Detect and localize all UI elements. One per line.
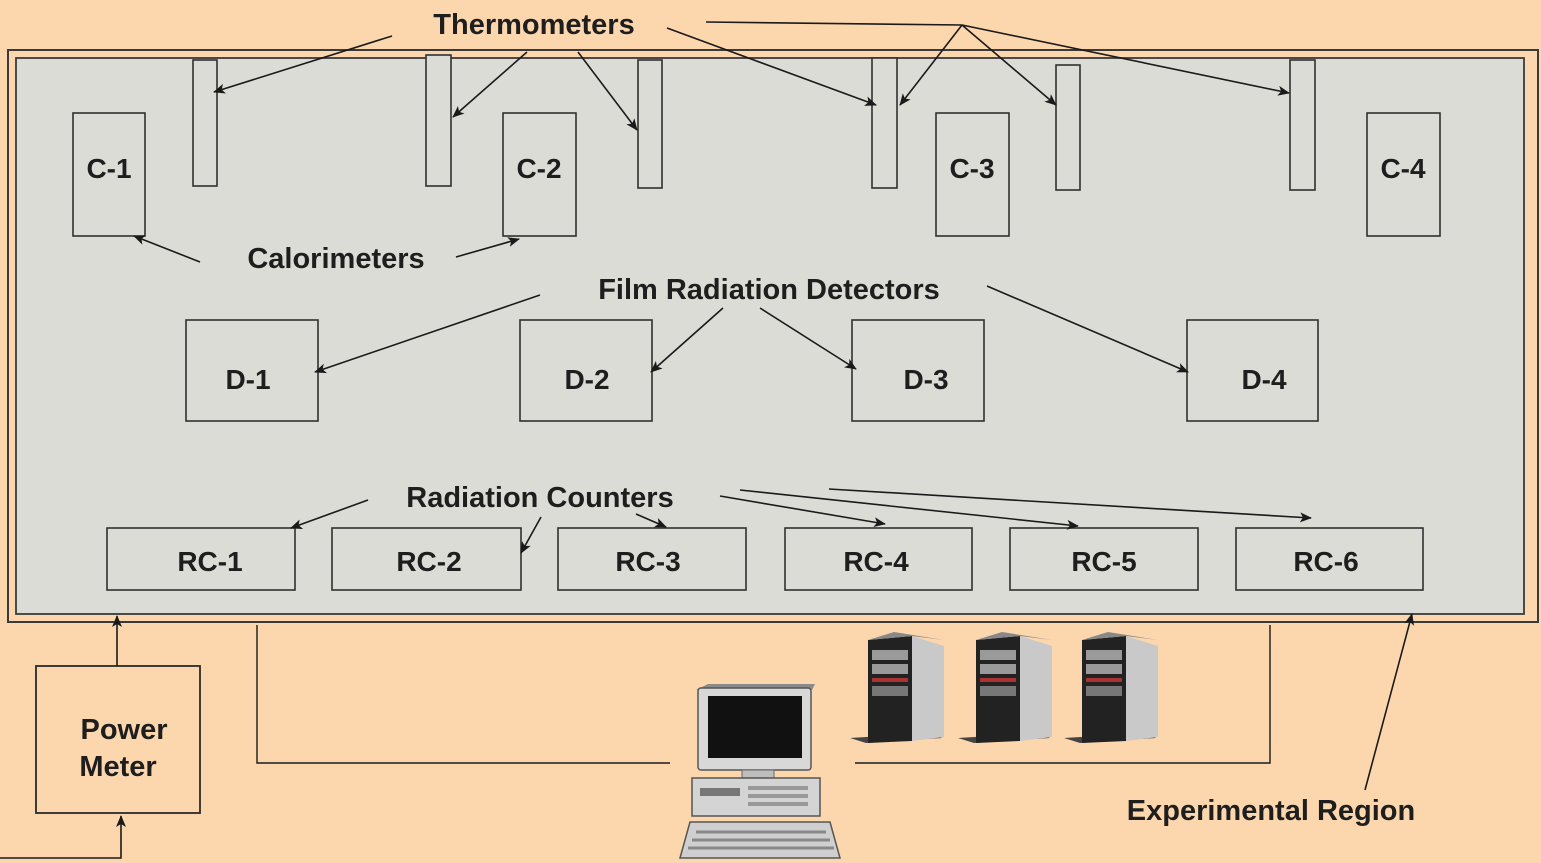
experimental-region-label: Experimental Region <box>1127 795 1415 827</box>
counter-label: RC-2 <box>396 546 461 577</box>
thermometer <box>426 55 451 186</box>
power-meter: Power Meter <box>36 666 200 813</box>
calorimeter-label: C-3 <box>949 153 994 184</box>
thermometers-label: Thermometers <box>433 9 634 41</box>
detector-box: D-1 <box>186 320 318 421</box>
counter-box: RC-3 <box>558 528 746 590</box>
calorimeter-box: C-2 <box>503 113 576 236</box>
thermometer <box>193 60 217 186</box>
calorimeter-box: C-3 <box>936 113 1009 236</box>
detector-label: D-4 <box>1241 364 1287 395</box>
server-tower-icon <box>958 632 1052 743</box>
counter-box: RC-2 <box>332 528 521 590</box>
detector-label: D-1 <box>225 364 270 395</box>
counter-label: RC-1 <box>177 546 242 577</box>
film-detectors-label: Film Radiation Detectors <box>598 274 940 306</box>
power-input-arrow <box>0 816 121 858</box>
power-meter-label-line1: Power <box>80 714 167 746</box>
calorimeter-box: C-1 <box>73 113 145 236</box>
counter-box: RC-5 <box>1010 528 1198 590</box>
counter-box: RC-1 <box>107 528 295 590</box>
calorimeter-box: C-4 <box>1367 113 1440 236</box>
radiation-counters-label: Radiation Counters <box>406 482 673 514</box>
counter-label: RC-5 <box>1071 546 1136 577</box>
thermometer <box>1056 65 1080 190</box>
detector-label: D-3 <box>903 364 948 395</box>
detector-label: D-2 <box>564 364 609 395</box>
calorimeters-label: Calorimeters <box>247 243 424 275</box>
data-cable-left <box>257 625 670 763</box>
server-tower-icon <box>850 632 944 743</box>
detector-box: D-2 <box>520 320 652 421</box>
counter-label: RC-4 <box>843 546 909 577</box>
power-meter-label-line2: Meter <box>79 751 156 783</box>
experimental-region-arrow <box>1365 614 1412 790</box>
desktop-computer-icon <box>680 684 840 858</box>
detector-box: D-3 <box>852 320 984 421</box>
counter-box: RC-4 <box>785 528 972 590</box>
calorimeter-label: C-2 <box>516 153 561 184</box>
detector-box: D-4 <box>1187 320 1318 421</box>
calorimeter-label: C-1 <box>86 153 131 184</box>
counter-box: RC-6 <box>1236 528 1423 590</box>
counter-label: RC-6 <box>1293 546 1358 577</box>
thermometer <box>638 60 662 188</box>
counter-label: RC-3 <box>615 546 680 577</box>
server-tower-icon <box>1064 632 1158 743</box>
thermometer <box>1290 60 1315 190</box>
calorimeter-label: C-4 <box>1380 153 1426 184</box>
thermometer <box>872 58 897 188</box>
